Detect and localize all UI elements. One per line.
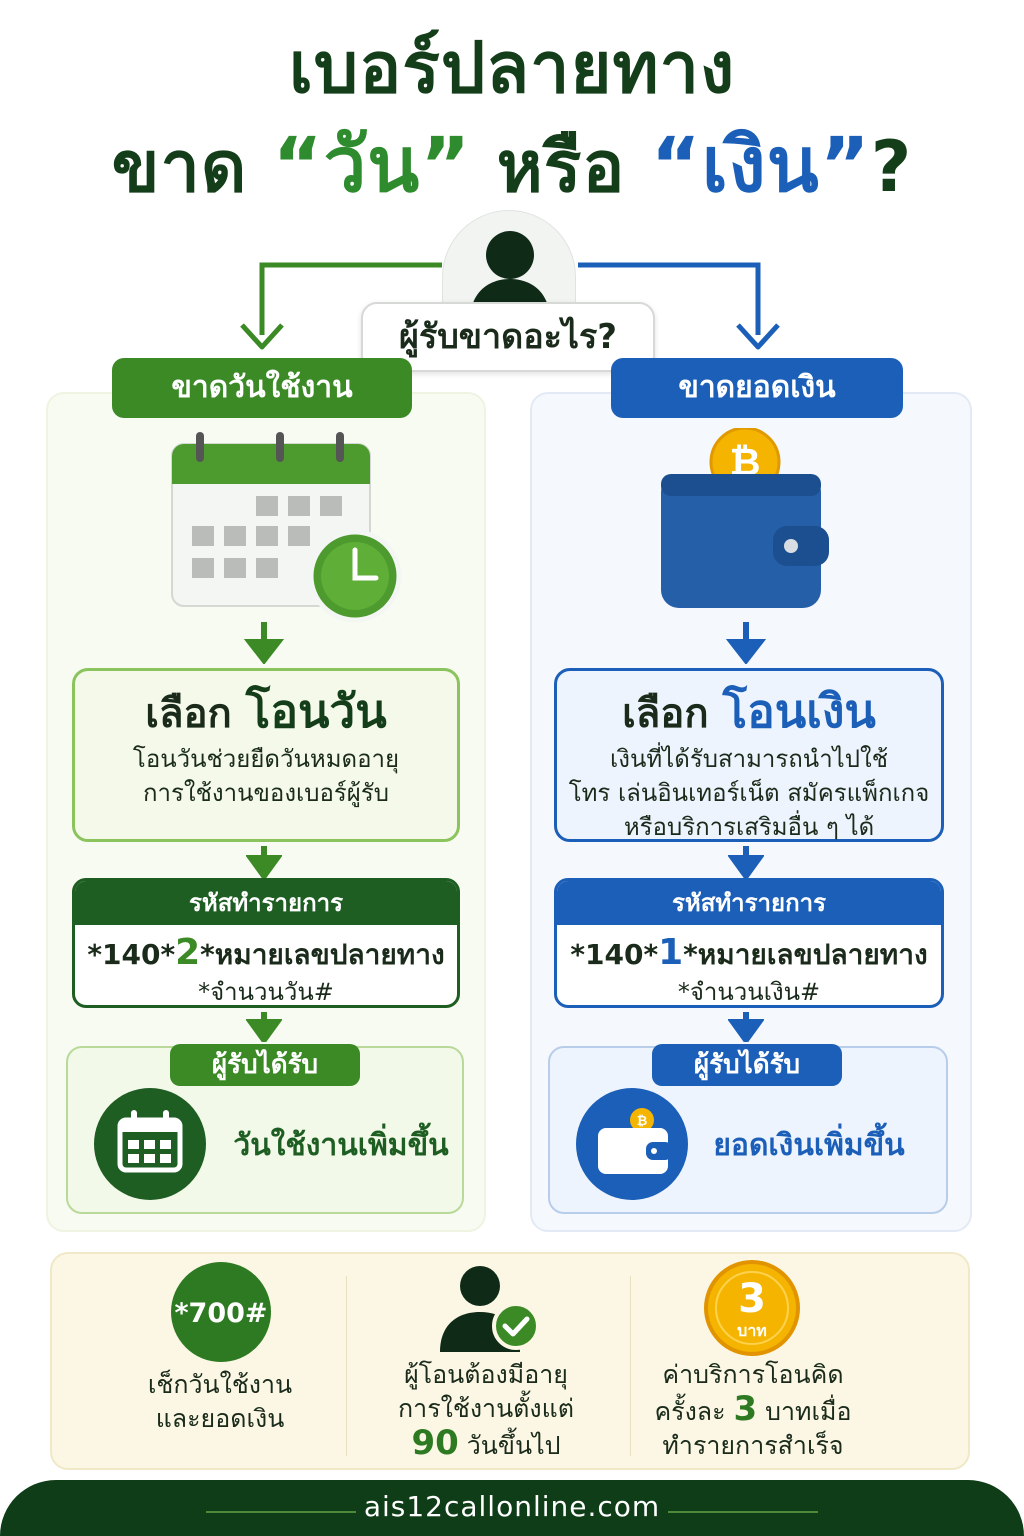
check-code: *700# bbox=[174, 1298, 267, 1329]
title-word-money: เงิน bbox=[701, 120, 820, 209]
header-lack-money: ขาดยอดเงิน bbox=[611, 358, 903, 418]
page-title-line1: เบอร์ปลายทาง bbox=[288, 27, 736, 109]
divider-1 bbox=[346, 1276, 347, 1456]
coin-symbol-small: ₿ bbox=[637, 1114, 648, 1129]
ussd-code-days: *140*2*หมายเลขปลายทาง bbox=[87, 932, 445, 973]
receive-tag-days: ผู้รับได้รับ bbox=[170, 1044, 360, 1086]
arrow-down-3-left bbox=[246, 1012, 282, 1042]
footer bbox=[0, 1480, 1024, 1536]
code-box-money: รหัสทำรายการ *140*1*หมายเลขปลายทาง *จำนว… bbox=[554, 878, 944, 1008]
branch-arrows bbox=[240, 262, 780, 350]
title-word-days: วัน bbox=[323, 120, 421, 209]
arrow-down-1-left bbox=[244, 622, 284, 664]
fee-text: ค่าบริการโอนคิด ครั้งละ 3 บาทเมื่อ ทำราย… bbox=[654, 1360, 852, 1460]
receive-tag-money: ผู้รับได้รับ bbox=[652, 1044, 842, 1086]
age-requirement-text: ผู้โอนต้องมีอายุ การใช้งานตั้งแต่ 90 วัน… bbox=[398, 1360, 574, 1463]
header-lack-days: ขาดวันใช้งาน bbox=[112, 358, 412, 418]
divider-2 bbox=[630, 1276, 631, 1456]
arrow-down-1-right bbox=[726, 622, 766, 664]
calendar-icon bbox=[94, 1088, 206, 1200]
footer-line-right bbox=[668, 1511, 818, 1513]
arrow-down-2-left bbox=[246, 846, 282, 878]
wallet-coin-icon: ₿ bbox=[576, 1088, 688, 1200]
receive-text-days: วันใช้งานเพิ่มขึ้น bbox=[233, 1128, 449, 1163]
page-title-line2: ขาด “วัน” หรือ “เงิน”? bbox=[111, 120, 913, 209]
choose-transfer-money: เลือก โอนเงิน เงินที่ได้รับสามารถนำไปใช้… bbox=[554, 668, 944, 842]
check-code-badge: *700# bbox=[171, 1262, 271, 1362]
ussd-code-money: *140*1*หมายเลขปลายทาง bbox=[570, 932, 928, 973]
question-label: ผู้รับขาดอะไร? bbox=[361, 302, 655, 372]
calendar-clock-icon bbox=[171, 432, 402, 623]
coin-3-baht-icon: 3 บาท bbox=[704, 1260, 800, 1356]
code-box-days: รหัสทำรายการ *140*2*หมายเลขปลายทาง *จำนว… bbox=[72, 878, 460, 1008]
footer-url[interactable]: ais12callonline.com bbox=[363, 1490, 661, 1523]
wallet-icon: ₿ bbox=[661, 428, 829, 608]
check-balance-text: เช็กวันใช้งาน และยอดเงิน bbox=[147, 1370, 293, 1433]
arrow-down-3-right bbox=[728, 1012, 764, 1042]
receive-text-money: ยอดเงินเพิ่มขึ้น bbox=[713, 1128, 905, 1163]
svg-text:3: 3 bbox=[738, 1276, 766, 1322]
arrow-down-2-right bbox=[728, 846, 764, 878]
choose-transfer-days: เลือก โอนวัน โอนวันช่วยยืดวันหมดอายุ การ… bbox=[72, 668, 460, 842]
footer-line-left bbox=[206, 1511, 356, 1513]
user-check-icon bbox=[440, 1266, 540, 1352]
svg-text:บาท: บาท bbox=[737, 1321, 767, 1340]
